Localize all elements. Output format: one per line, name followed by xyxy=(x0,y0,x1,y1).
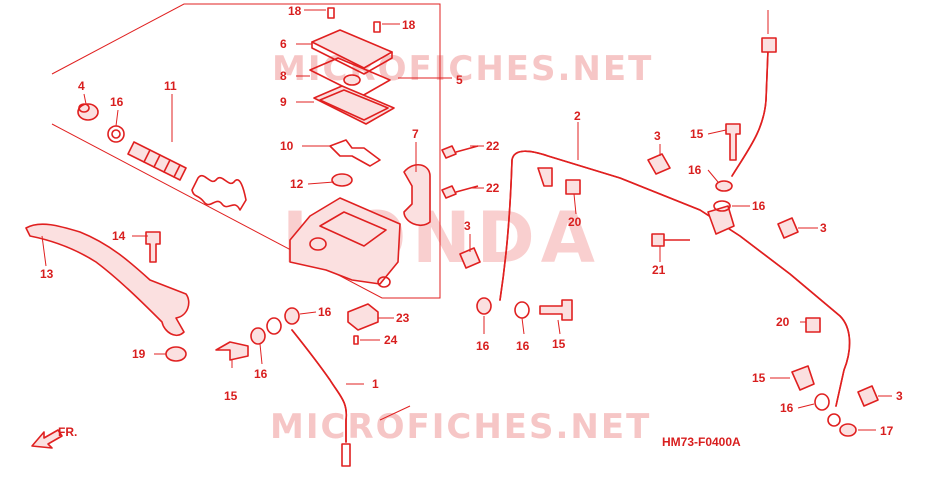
diagram-code: HM73-F0400A xyxy=(662,435,741,449)
part-clamp-2 xyxy=(459,247,481,269)
leader-lines xyxy=(41,9,892,431)
part-piston-set xyxy=(127,141,247,211)
part-float xyxy=(329,139,381,167)
callout-3d: 3 xyxy=(896,389,903,403)
part-boot xyxy=(77,103,99,121)
callout-16h: 17 xyxy=(880,424,894,438)
part-screws xyxy=(327,7,381,33)
callout-16c: 16 xyxy=(476,339,490,353)
part-bolts-22 xyxy=(441,145,479,199)
callout-5: 5 xyxy=(456,73,463,87)
part-holder xyxy=(403,164,431,227)
part-hose-upper xyxy=(731,10,777,177)
part-bolt-washers-lower xyxy=(791,365,857,437)
part-master-cylinder xyxy=(289,197,401,288)
callout-16f: 16 xyxy=(752,199,766,213)
callout-20a: 20 xyxy=(568,215,582,229)
callout-4: 4 xyxy=(78,79,85,93)
part-bolt-washers-upper xyxy=(713,123,741,212)
part-bolt-washers-center xyxy=(476,297,573,321)
callout-3a: 3 xyxy=(654,129,661,143)
callout-14: 14 xyxy=(112,229,126,243)
callout-15a: 15 xyxy=(224,389,238,403)
callout-22b: 22 xyxy=(486,181,500,195)
part-hose-1 xyxy=(291,329,411,467)
part-seal xyxy=(331,173,353,187)
callout-20b: 20 xyxy=(776,315,790,329)
callout-6: 6 xyxy=(280,37,287,51)
direction-label: FR. xyxy=(58,425,77,439)
callout-15c: 15 xyxy=(690,127,704,141)
callout-8: 8 xyxy=(280,69,287,83)
callout-16b: 16 xyxy=(318,305,332,319)
part-bolt-washers-left xyxy=(215,307,300,361)
part-brake-lever xyxy=(25,223,190,337)
callout-2: 2 xyxy=(574,109,581,123)
part-bolt-21 xyxy=(651,233,690,247)
part-nut-20b xyxy=(805,317,821,333)
part-hose-2 xyxy=(499,150,851,407)
callout-16a: 16 xyxy=(254,367,268,381)
callout-7: 7 xyxy=(412,127,419,141)
callout-12: 12 xyxy=(290,177,304,191)
callout-9: 9 xyxy=(280,95,287,109)
callout-24: 24 xyxy=(384,333,398,347)
callout-18b: 18 xyxy=(402,18,416,32)
part-pivot-bolt xyxy=(145,231,161,263)
callout-22a: 22 xyxy=(486,139,500,153)
callout-numbers: 18 18 6 8 9 10 12 5 7 4 16 11 13 14 19 1… xyxy=(40,4,903,438)
part-nut xyxy=(165,346,187,362)
part-clamp-4 xyxy=(857,385,879,407)
part-clamp-3 xyxy=(777,217,799,239)
part-circlip xyxy=(107,125,125,143)
part-switch xyxy=(347,303,379,345)
callout-17: 16 xyxy=(110,95,124,109)
callout-23: 23 xyxy=(396,311,410,325)
part-diaphragm xyxy=(313,85,395,125)
callout-11: 11 xyxy=(164,79,177,93)
part-nut-20a xyxy=(565,179,581,195)
callout-3c: 3 xyxy=(820,221,827,235)
part-reservoir-cap xyxy=(311,29,393,75)
callout-3b: 3 xyxy=(464,219,471,233)
callout-19: 19 xyxy=(132,347,146,361)
part-clamp-1 xyxy=(647,153,671,175)
watermark-bottom: MICROFICHES.NET xyxy=(270,407,651,447)
callout-15d: 15 xyxy=(752,371,766,385)
callout-10: 10 xyxy=(280,139,294,153)
callout-16d: 16 xyxy=(516,339,530,353)
callout-16e: 16 xyxy=(688,163,702,177)
callout-15b: 15 xyxy=(552,337,566,351)
callout-21: 21 xyxy=(652,263,666,277)
callout-13: 13 xyxy=(40,267,54,281)
callout-16g: 16 xyxy=(780,401,794,415)
callout-18a: 18 xyxy=(288,4,302,18)
part-joint xyxy=(707,205,735,235)
direction-arrow: FR. xyxy=(31,425,77,449)
callout-1: 1 xyxy=(372,377,379,391)
